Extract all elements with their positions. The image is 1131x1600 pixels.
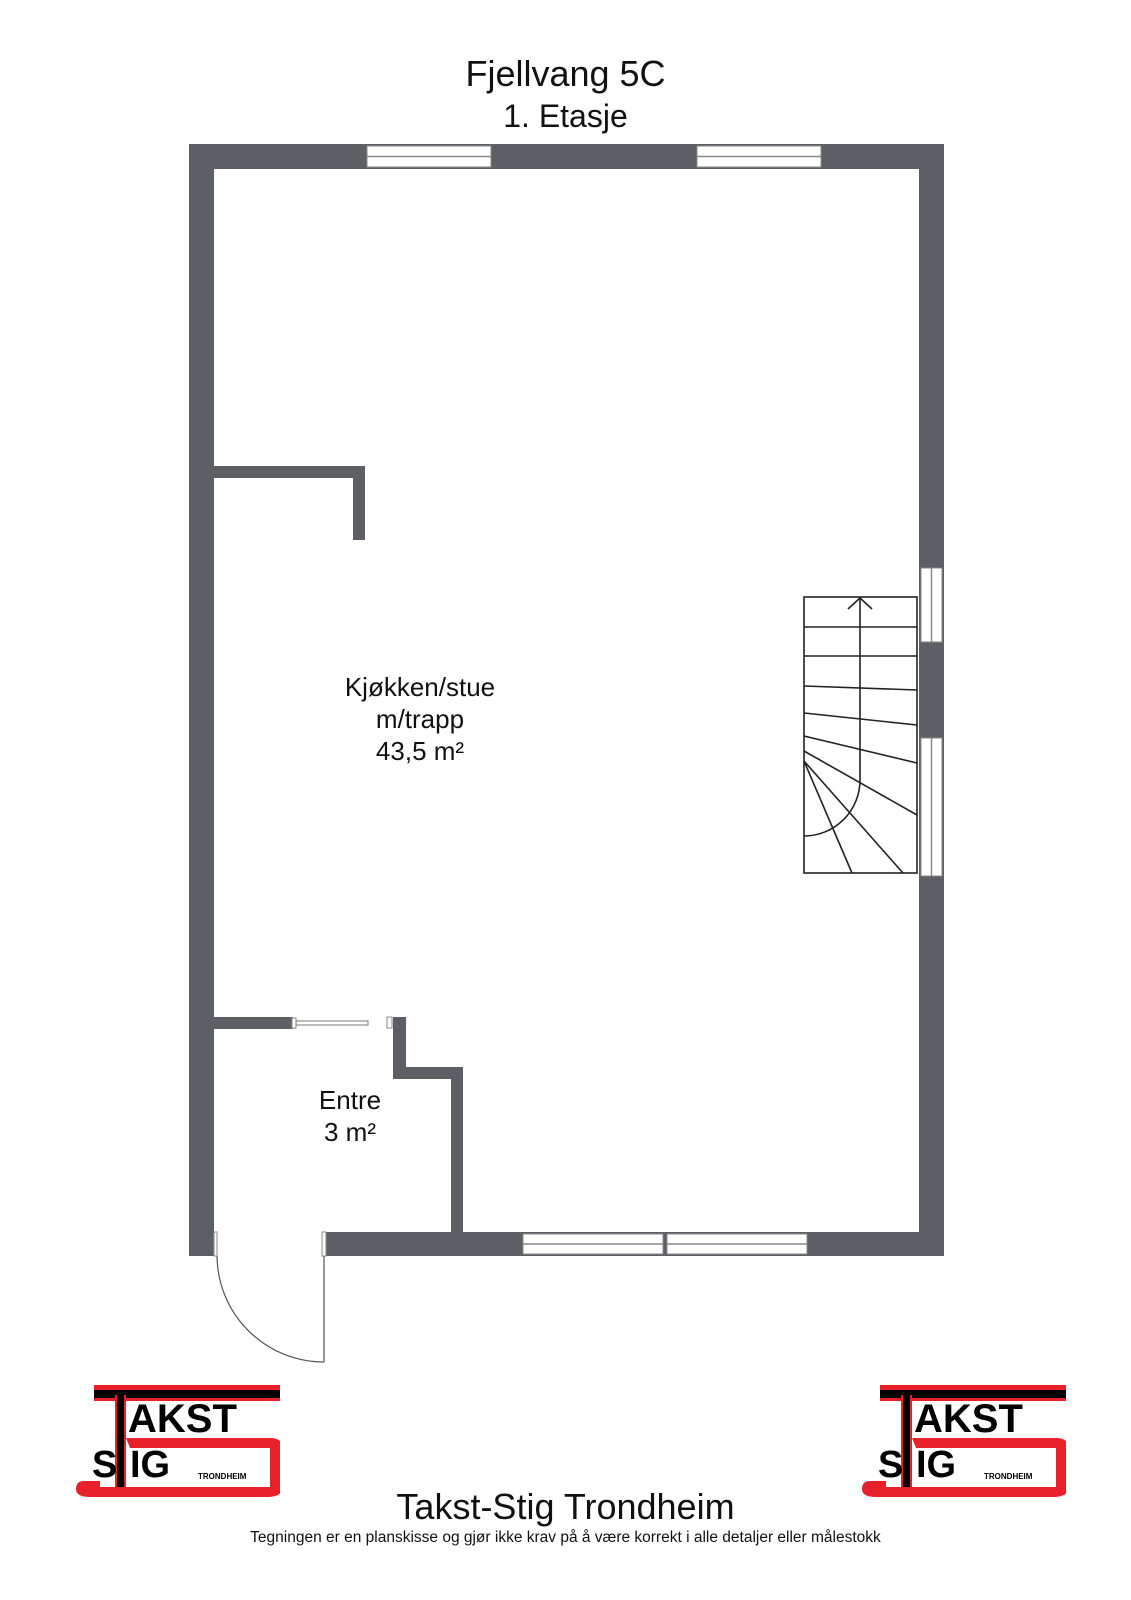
room-kitchen-living: Kjøkken/stue m/trapp 43,5 m² — [310, 671, 530, 767]
staircase — [803, 596, 918, 874]
window-top-1 — [366, 145, 492, 168]
room-name: Entre — [318, 1085, 382, 1115]
takst-stig-logo-right: AKST S IG TRONDHEIM — [856, 1385, 1070, 1505]
window-right-1 — [920, 567, 943, 643]
takst-stig-logo-left: AKST S IG TRONDHEIM — [70, 1385, 284, 1505]
room-area: 43,5 m² — [375, 736, 465, 766]
logo-akst: AKST — [914, 1397, 1023, 1441]
logo-s: S — [92, 1444, 118, 1486]
sliding-door — [291, 1016, 393, 1029]
logo-trondheim: TRONDHEIM — [198, 1472, 247, 1481]
window-top-2 — [696, 145, 822, 168]
window-bottom-2 — [666, 1233, 808, 1255]
window-right-2 — [920, 737, 943, 877]
interior-wall-entre — [214, 1017, 463, 1233]
room-area: 3 m² — [324, 1117, 376, 1147]
window-bottom-1 — [522, 1233, 664, 1255]
interior-wall-upper — [214, 466, 365, 540]
logo-ig: IG — [916, 1444, 957, 1486]
entrance-door — [213, 1231, 327, 1363]
plan-title: Fjellvang 5C — [465, 53, 666, 94]
company-name: Takst-Stig Trondheim — [396, 1486, 735, 1527]
room-name: Kjøkken/stue — [344, 672, 496, 702]
logo-trondheim: TRONDHEIM — [984, 1472, 1033, 1481]
logo-graphic — [862, 1385, 1070, 1497]
room-entre: Entre 3 m² — [295, 1084, 405, 1148]
logo-s: S — [878, 1444, 904, 1486]
room-subtitle: m/trapp — [375, 704, 465, 734]
disclaimer-text: Tegningen er en planskisse og gjør ikke … — [250, 1529, 881, 1546]
floor-label: 1. Etasje — [503, 98, 628, 134]
logo-akst: AKST — [128, 1397, 237, 1441]
logo-ig: IG — [130, 1444, 171, 1486]
logo-graphic — [76, 1385, 284, 1497]
